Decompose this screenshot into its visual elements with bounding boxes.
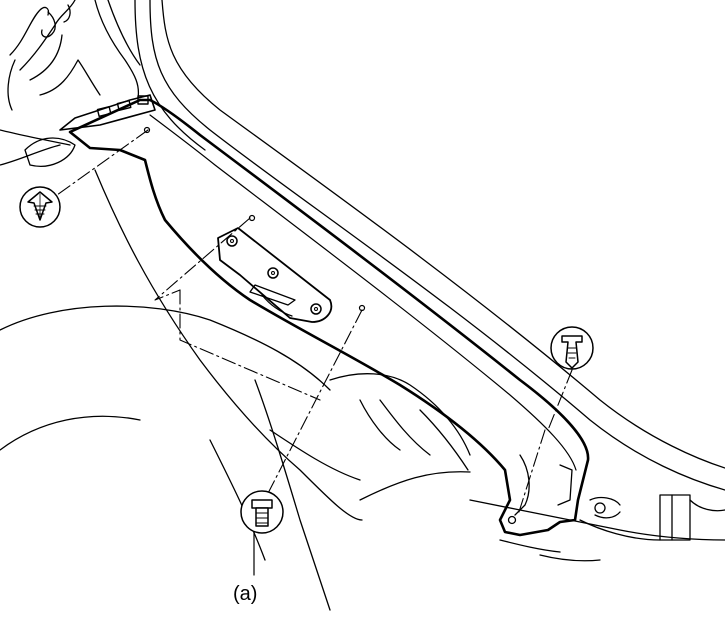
bolt-icon bbox=[240, 490, 284, 534]
leader-lines bbox=[49, 129, 573, 516]
pillar-trim-panel bbox=[59, 94, 590, 537]
callout-label-a: (a) bbox=[233, 583, 258, 605]
clip-icon bbox=[19, 186, 61, 228]
hole-markers bbox=[143, 126, 366, 312]
clip-icon bbox=[550, 326, 594, 370]
